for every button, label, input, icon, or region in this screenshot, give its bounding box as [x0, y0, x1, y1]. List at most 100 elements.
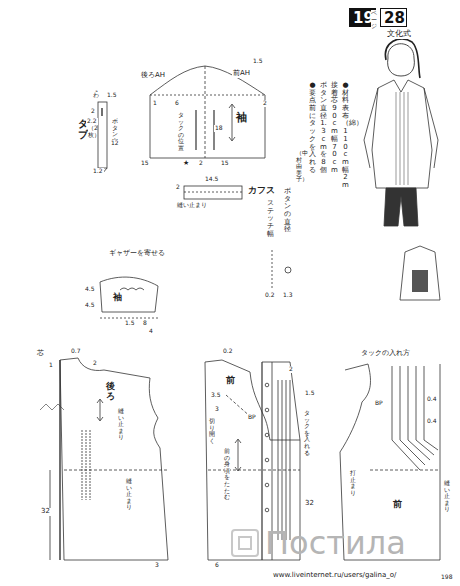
pattern-label: BP [247, 414, 257, 421]
fold-line [184, 192, 242, 193]
pattern-label: Постила [264, 526, 407, 561]
tuck-fold-lines [392, 366, 438, 470]
model-illustration [364, 39, 438, 226]
pattern-label: 12 [110, 140, 120, 147]
pattern-label: 2 [175, 184, 181, 191]
pattern-label: 6 [174, 100, 180, 107]
pattern-label: 縫い止まり [126, 478, 132, 511]
tuck-line [195, 110, 196, 150]
cuff-outline [184, 186, 242, 199]
pattern-label: 前の身頃をたたむ [224, 448, 230, 501]
pattern-label: 1.5 [252, 58, 264, 65]
waist-line [64, 470, 168, 471]
buttonhole [101, 108, 102, 116]
materials-note: 接着芯90cm幅70cm [331, 82, 338, 174]
center-back-line [59, 360, 60, 560]
guide-line [150, 95, 265, 96]
pattern-label: 1 [48, 362, 54, 369]
collar-stand [262, 362, 300, 440]
materials-note: ●材料表布（綿）110cm幅2m [342, 82, 349, 190]
hatch-mark [40, 404, 64, 410]
stitch-line [272, 250, 273, 288]
pattern-label: BP [374, 400, 384, 407]
pattern-label: 前 [392, 500, 403, 510]
pattern-label: 2 [92, 360, 98, 367]
pattern-label: 1 [152, 100, 158, 107]
pattern-label: 0.2 [222, 348, 234, 355]
pattern-label: 縫い止まり [118, 408, 124, 441]
sleeve-hem-outline [100, 277, 158, 312]
pintuck-lines [278, 380, 290, 540]
pattern-label: 14.5 [204, 176, 219, 183]
designer-name: （中村由美子） [296, 150, 302, 183]
grain-line [205, 66, 206, 158]
pattern-label: タックの位置 [178, 112, 184, 152]
pattern-label: ステッチ幅 [267, 200, 274, 238]
pattern-label: タックの入れ方 [360, 350, 411, 358]
page-number: 19 [353, 10, 372, 27]
watermark-logo [232, 530, 258, 556]
pattern-label: ボタンの直径 [284, 188, 291, 234]
pattern-label: 3 [154, 562, 160, 569]
pattern-label: 袖 [112, 293, 123, 303]
page-number: 28 [384, 10, 403, 27]
front-edge [261, 362, 262, 560]
pattern-label: 縫い止まり [176, 202, 208, 209]
pattern-label: 3 [214, 406, 220, 413]
waist-line [208, 470, 300, 471]
dimension-line [100, 318, 160, 319]
pattern-label: 32 [304, 500, 315, 508]
pattern-label: www.liveinternet.ru/users/galina_o/ [272, 572, 397, 580]
materials-note: ボタン直径1.3cmを8個 [320, 82, 327, 174]
pattern-label: 芯 [36, 350, 45, 358]
pattern-label: わ [92, 92, 100, 99]
pattern-label: 前 [226, 376, 235, 386]
pattern-label: 1.5 [124, 320, 136, 327]
pattern-label: 3.5 [210, 392, 222, 399]
key-point-note: ●要点前にタックを入れる [309, 82, 316, 174]
grain-arrow [229, 104, 235, 141]
pattern-label: ★ [182, 160, 190, 168]
pattern-label: 2 [262, 100, 268, 107]
pattern-label: 4 [148, 328, 154, 335]
tab-outline [98, 102, 107, 168]
pattern-label: 0.7 [70, 348, 82, 355]
pattern-label: 前AH [232, 70, 251, 78]
pattern-label: 32 [40, 508, 51, 516]
pattern-label: タックを入れる [304, 410, 310, 456]
pattern-label: 打止まり [350, 470, 356, 496]
grain-arrow [97, 399, 103, 421]
pattern-label: 0.2 [264, 292, 276, 299]
pattern-label: 0.4 [426, 418, 438, 425]
pattern-label: 2 [288, 366, 294, 373]
pattern-label: 0.4 [426, 396, 438, 403]
pattern-label: 袖 [236, 112, 247, 124]
back-bodice-outline [60, 358, 168, 560]
pattern-label: 2 [198, 160, 204, 167]
pattern-label: 1.2 [92, 168, 104, 175]
pattern-label: 縫い止まり [444, 480, 450, 513]
pattern-label: 15 [140, 160, 150, 167]
pattern-label: （2枚） [88, 125, 94, 138]
pattern-label: 15 [220, 160, 230, 167]
pattern-label: 4.5 [84, 302, 96, 309]
pattern-label: カフス [247, 186, 276, 196]
pattern-label: 1.3 [282, 292, 294, 299]
pattern-label: 8 [142, 320, 148, 327]
back-view-illustration [400, 246, 440, 300]
tuck-lines [82, 430, 90, 500]
pattern-label: 198 [440, 574, 453, 581]
pattern-label: 4.5 [84, 286, 96, 293]
pattern-label: 切り開く [209, 418, 215, 444]
pattern-label: 6 [214, 562, 220, 569]
stop-line [370, 470, 440, 471]
pattern-label: 後ろAH [140, 72, 166, 80]
pattern-label: 1.5 [304, 390, 316, 397]
page-word: ページ [371, 10, 377, 30]
pattern-label: 18 [214, 125, 224, 132]
pattern-label: ギャザーを寄せる [108, 250, 166, 258]
pattern-label: 2 [90, 108, 96, 115]
pattern-label: 2.2 [86, 118, 98, 125]
sleeve-outline [150, 66, 265, 158]
